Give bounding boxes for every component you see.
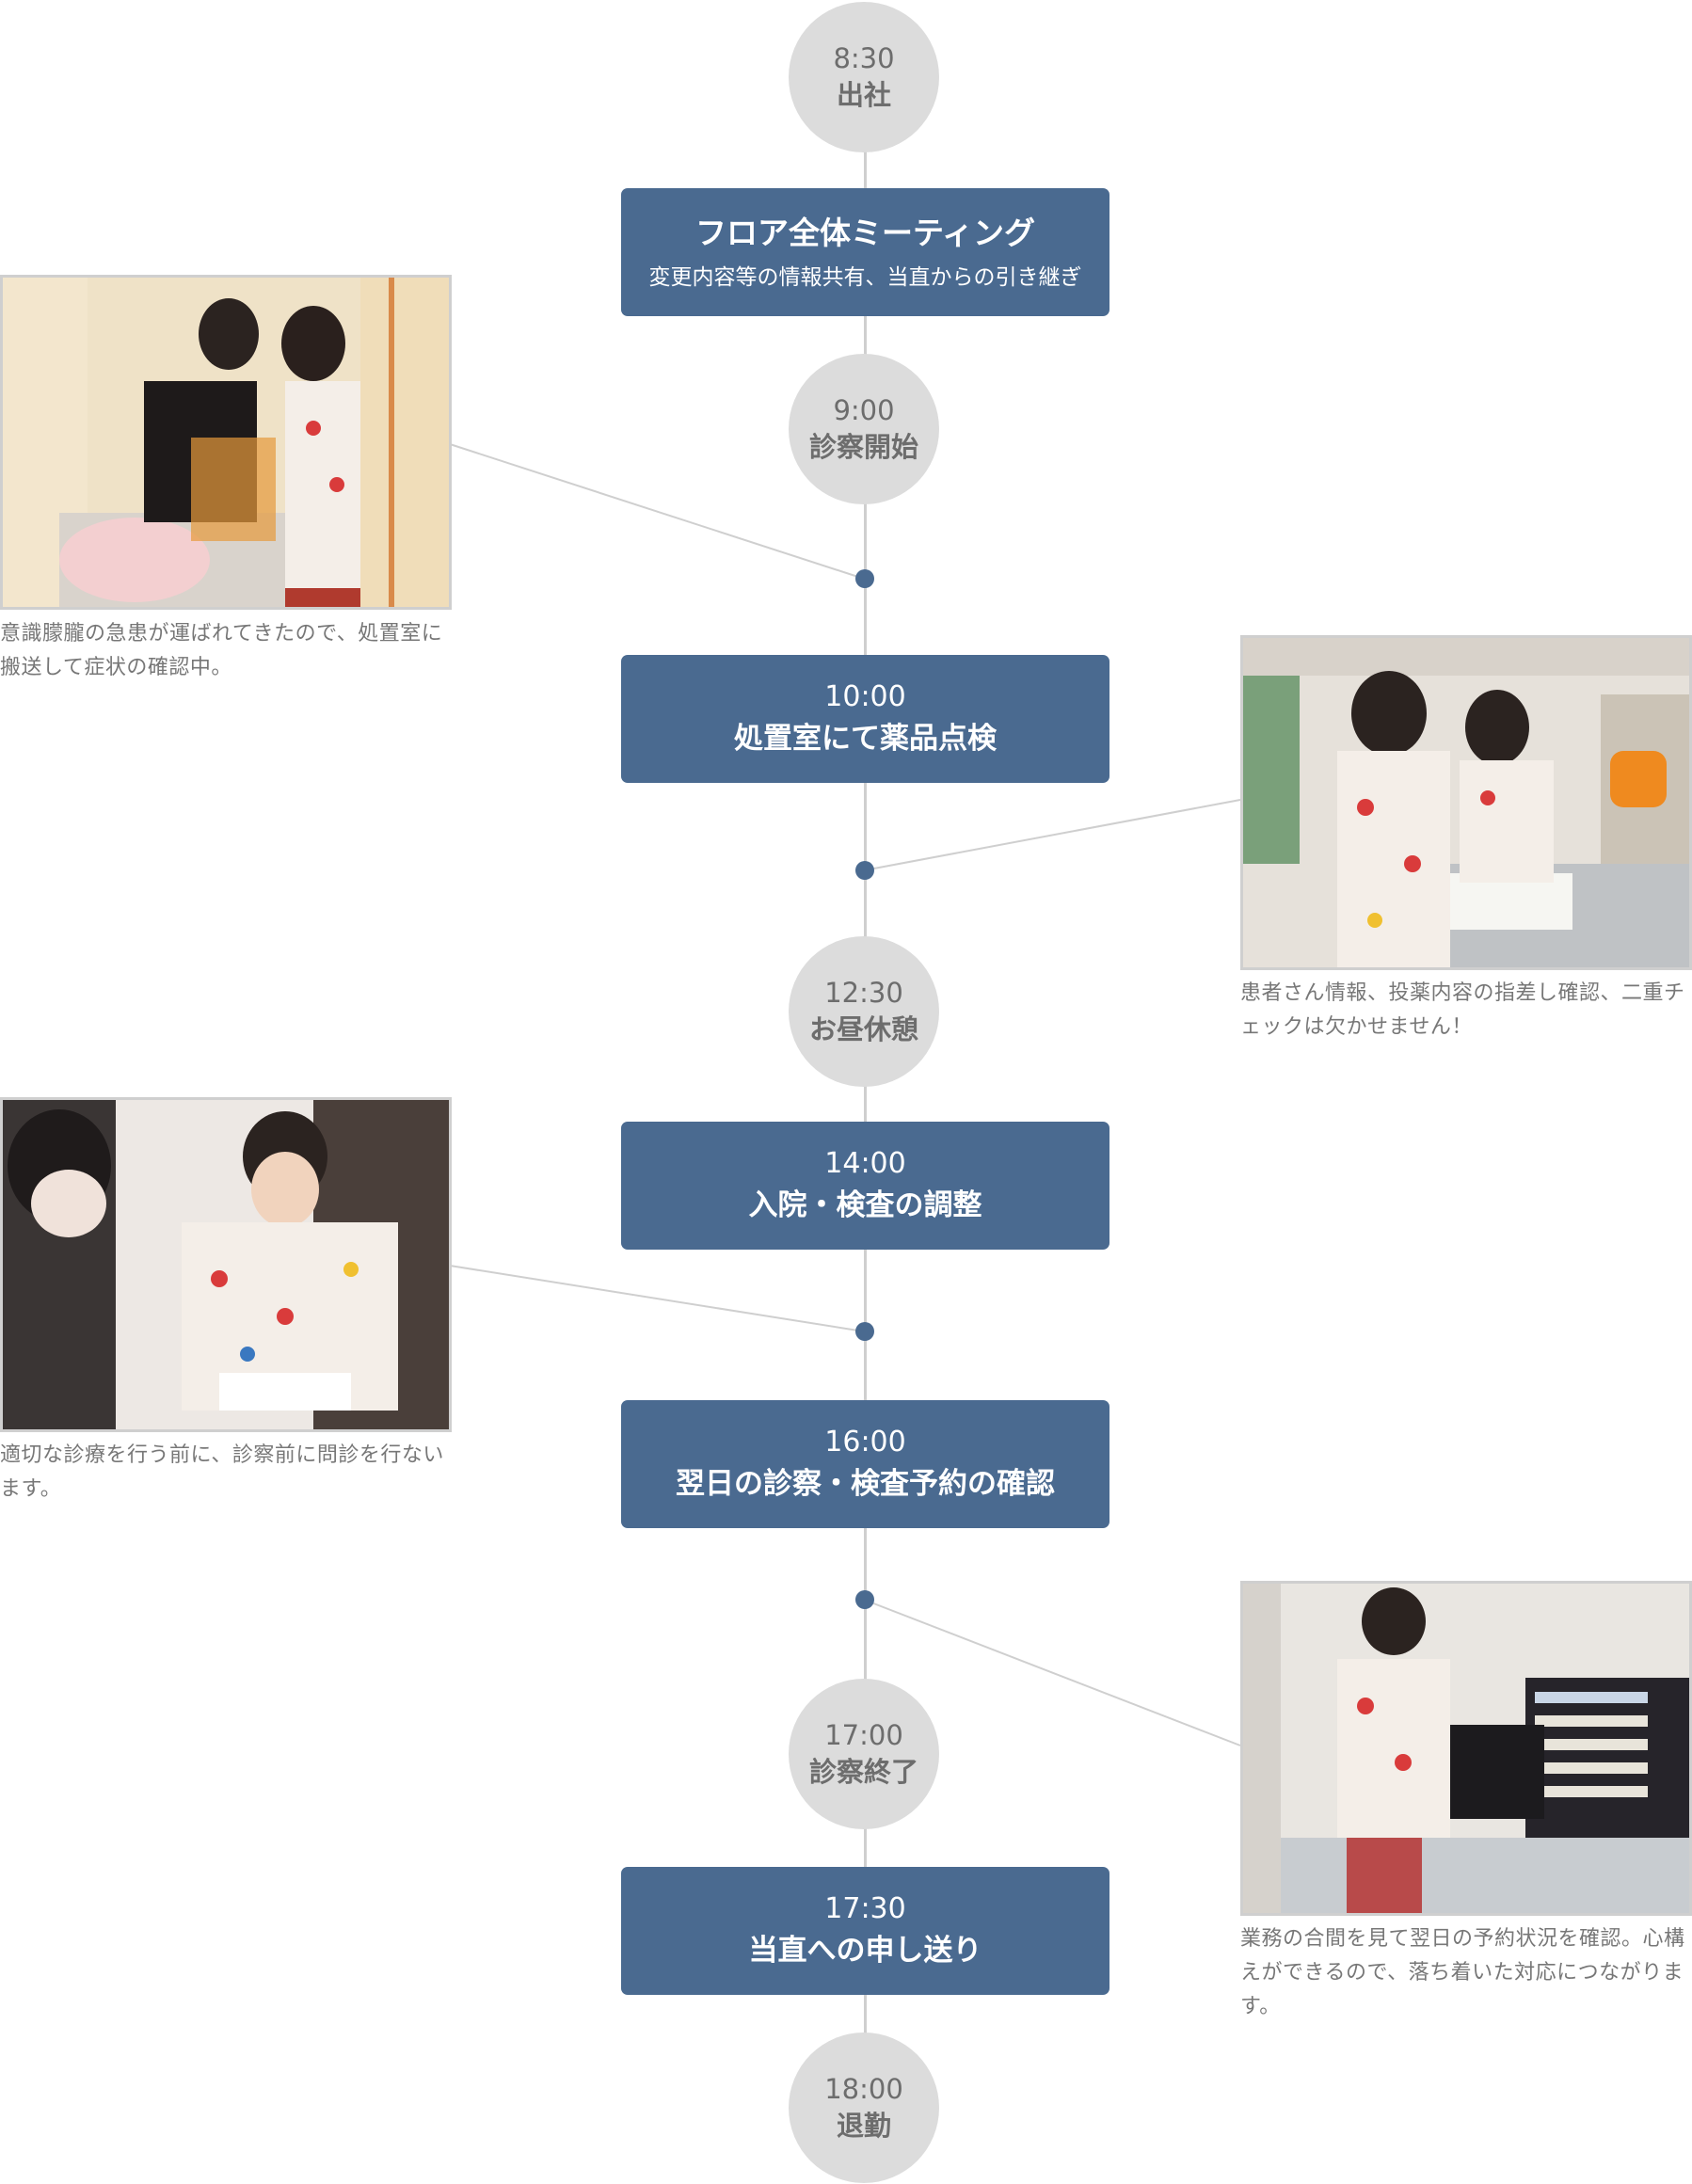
photo-emergency-patient: [0, 275, 452, 610]
task-label: 当直への申し送り: [748, 1934, 982, 1968]
task-box: 14:00 入院・検査の調整: [621, 1122, 1109, 1250]
photo-consultation: [0, 1097, 452, 1432]
timeline-dot: [855, 1590, 874, 1609]
stage-circle: 12:30 お昼休憩: [789, 936, 939, 1087]
task-box: 17:30 当直への申し送り: [621, 1867, 1109, 1995]
task-title: フロア全体ミーティング: [694, 215, 1036, 251]
stage-time: 9:00: [833, 394, 895, 426]
timeline-dot: [855, 569, 874, 588]
task-subtitle: 変更内容等の情報共有、当直からの引き継ぎ: [648, 265, 1082, 290]
stage-label: 退勤: [836, 2110, 891, 2142]
task-box: 10:00 処置室にて薬品点検: [621, 655, 1109, 783]
task-time: 14:00: [824, 1147, 906, 1180]
photo-caption: 患者さん情報、投薬内容の指差し確認、二重チェックは欠かせません！: [1240, 981, 1685, 1039]
photo-caption: 意識朦朧の急患が運ばれてきたので、処置室に搬送して症状の確認中。: [0, 622, 443, 679]
connector-line-3: [449, 1265, 865, 1332]
stage-label: 出社: [836, 79, 891, 111]
task-label: 処置室にて薬品点検: [734, 722, 997, 756]
connector-line-2: [863, 799, 1241, 871]
task-time: 10:00: [824, 680, 906, 713]
photo-reservation-check: [1240, 1581, 1692, 1916]
stage-time: 18:00: [824, 2073, 903, 2105]
timeline-dot: [855, 1322, 874, 1341]
photo-medicine-check: [1240, 635, 1692, 970]
stage-time: 17:00: [824, 1719, 903, 1751]
photo-caption: 適切な診療を行う前に、診察前に問診を行ないます。: [0, 1443, 444, 1501]
connector-line-1: [449, 443, 865, 580]
stage-time: 8:30: [833, 42, 895, 74]
connector-line-4: [863, 1599, 1241, 1746]
photo-caption: 業務の合間を見て翌日の予約状況を確認。心構えができるので、落ち着いた対応につなが…: [1240, 1927, 1685, 2018]
task-label: 入院・検査の調整: [748, 1188, 982, 1222]
task-time: 17:30: [824, 1892, 906, 1925]
timeline-spine: [864, 75, 867, 2108]
stage-circle: 17:00 診察終了: [789, 1679, 939, 1829]
task-time: 16:00: [824, 1426, 906, 1459]
stage-label: お昼休憩: [808, 1013, 918, 1045]
stage-label: 診察開始: [808, 431, 918, 463]
stage-time: 12:30: [824, 977, 903, 1009]
stage-circle: 8:30 出社: [789, 2, 939, 152]
stage-label: 診察終了: [808, 1756, 918, 1788]
stage-circle: 9:00 診察開始: [789, 354, 939, 504]
timeline-dot: [855, 861, 874, 880]
task-box: 16:00 翌日の診察・検査予約の確認: [621, 1400, 1109, 1528]
task-box-meeting: フロア全体ミーティング 変更内容等の情報共有、当直からの引き継ぎ: [621, 188, 1109, 316]
task-label: 翌日の診察・検査予約の確認: [676, 1467, 1055, 1501]
stage-circle: 18:00 退勤: [789, 2033, 939, 2183]
